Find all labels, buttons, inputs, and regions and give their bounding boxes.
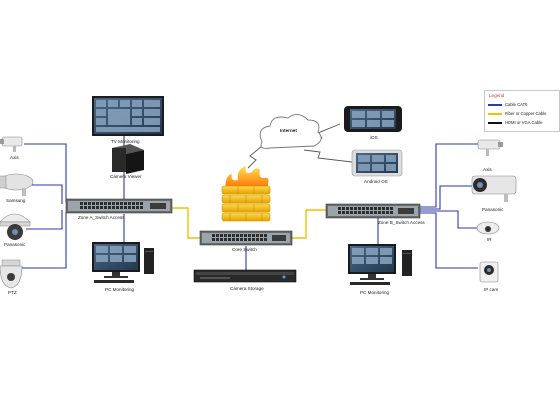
label-axis-right: Axis [483,167,492,172]
ip-cube-camera-right [479,261,499,283]
android-phone [351,149,403,177]
samsung-camera-left [0,173,34,196]
fiber-links [172,207,326,239]
legend-swatch-video [488,121,502,124]
label-panasonic-right: Panasonic [482,207,504,212]
cat6-links [20,143,480,270]
ir-dome-camera-right [476,221,500,235]
label-axis-left: Axis [10,155,19,160]
ios-phone [344,106,402,132]
label-tv: TV Monitoring [111,139,140,144]
legend-label: Cable CAT6 [505,102,528,107]
legend-swatch-fiber [488,112,502,115]
label-core: Core Switch [232,247,257,252]
zone-a-switch [65,198,173,214]
label-ptz: PTZ [8,290,17,295]
label-ir-right: IR [487,237,492,242]
firewall-icon [221,166,271,222]
tv-monitor [92,96,164,136]
label-ios: iOS [370,135,378,140]
legend-item: HDMI or VGA Cable [488,120,542,125]
legend-box: Legend Cable CAT6 Fiber or Copper Cable … [484,90,560,132]
legend-swatch-cat6 [488,103,502,106]
pc-monitoring-right [348,244,412,285]
label-camera-viewer: Camera Viewer [110,174,142,179]
core-switch [199,230,293,246]
camera-storage [193,269,297,283]
label-zone-b: Zone B_Switch Access [378,220,425,225]
legend-item: Fiber or Copper Cable [488,111,546,116]
zone-b-switch [325,203,421,219]
label-storage: Camera Storage [230,286,264,291]
axis-camera-left [0,136,23,152]
legend-label: HDMI or VGA Cable [505,120,543,125]
legend-item: Cable CAT6 [488,102,528,107]
panasonic-camera-right [471,175,517,202]
label-ipcam-right: IP cam [484,287,499,292]
label-samsung: Samsung [6,198,26,203]
label-pc-left: PC Monitoring [105,287,135,292]
label-zone-a: Zone A_Switch Access [78,215,125,220]
label-pc-right: PC Monitoring [360,290,390,295]
pc-monitoring-left [92,242,154,283]
axis-camera-right [477,139,503,156]
label-panasonic-left: Panasonic [4,242,26,247]
nvr-box [112,144,144,174]
label-internet: Internet [280,128,297,133]
panasonic-dome-left [0,213,31,240]
ptz-camera-left [0,259,23,289]
cloud-icon [259,114,322,149]
legend-title: Legend [489,93,505,98]
label-android: Android OS [364,179,388,184]
legend-label: Fiber or Copper Cable [505,111,547,116]
